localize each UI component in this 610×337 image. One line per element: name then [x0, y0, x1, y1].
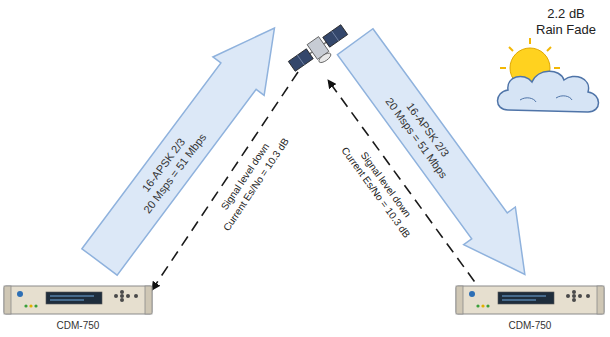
satellite-dish [317, 51, 332, 64]
keypad-button [572, 290, 576, 294]
rack-ear [456, 286, 463, 314]
keypad-button [572, 298, 576, 302]
status-led [24, 304, 27, 307]
display-line [502, 300, 536, 301]
keypad-button [134, 294, 138, 298]
rain-cloud [498, 71, 599, 112]
device-name: CDM-750 [509, 319, 552, 332]
solar-panel [323, 25, 348, 47]
modem-chassis [456, 286, 604, 314]
arrow-shape [329, 23, 550, 293]
rack-ear [597, 286, 604, 314]
keypad-button [120, 298, 124, 302]
status-led [29, 304, 32, 307]
front-display [46, 292, 102, 304]
status-led [486, 304, 489, 307]
device-name: CDM-750 [57, 319, 100, 332]
status-led [476, 304, 479, 307]
panel-grid [332, 31, 339, 41]
modem-label-box: CDM-750 [456, 317, 604, 333]
panel-grid [297, 55, 304, 65]
display-line [50, 296, 94, 297]
modem-unit: CDM-750 [4, 282, 152, 336]
keypad-button [126, 294, 130, 298]
keypad-button [120, 290, 124, 294]
status-led [34, 304, 37, 307]
weather-icon [498, 38, 599, 112]
arrow-shape [74, 9, 300, 281]
display-line [502, 296, 546, 297]
brand-logo [469, 291, 475, 297]
keypad-button [566, 294, 570, 298]
modem-unit: CDM-750 [456, 282, 604, 336]
rack-ear [145, 286, 152, 314]
modem-front [456, 286, 604, 314]
arrow-text-box: 16-APSK 2/320 Msps = 51 Mbps [341, 34, 504, 234]
keypad-button [120, 294, 124, 298]
modem-chassis [4, 286, 152, 314]
front-display [498, 292, 554, 304]
keypad-button [572, 294, 576, 298]
rack-ear [4, 286, 11, 314]
modem-front [4, 286, 152, 314]
keypad-button [586, 294, 590, 298]
status-led [481, 304, 484, 307]
keypad-button [114, 294, 118, 298]
display-line [50, 300, 84, 301]
modem-label-box: CDM-750 [4, 317, 152, 333]
brand-logo [17, 291, 23, 297]
satellite-boom [293, 31, 342, 65]
weather-note: 2.2 dB Rain Fade [534, 6, 598, 38]
cloud-detail [520, 96, 572, 102]
keypad-button [578, 294, 582, 298]
solar-panel [288, 49, 313, 71]
arrow-text-box: 16-APSK 2/320 Msps = 51 Mbps [86, 68, 253, 271]
